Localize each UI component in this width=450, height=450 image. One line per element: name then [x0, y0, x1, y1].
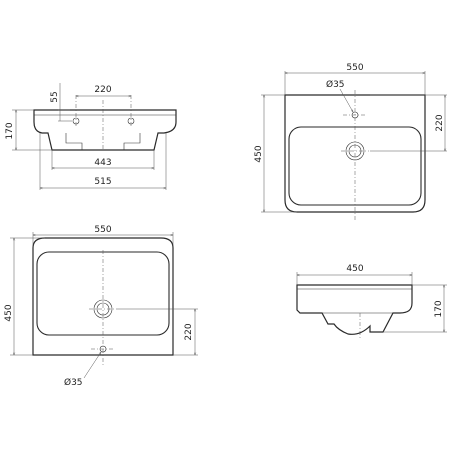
top-right-drain-outer	[345, 141, 365, 161]
top-left-dim-450-label: 450	[4, 304, 14, 321]
front-dim-443-label: 443	[94, 158, 111, 168]
top-left-dim-550-label: 550	[94, 225, 111, 235]
top-right-dia-leader	[339, 88, 354, 112]
top-right-dia-label: Ø35	[326, 79, 345, 90]
front-basin-outline	[33, 109, 177, 151]
front-drain-shape	[65, 133, 141, 150]
top-left-drain-outer	[93, 299, 113, 319]
top-right-dim-220-label: 220	[435, 114, 445, 131]
side-basin-outline	[296, 284, 413, 335]
top-view-right: Ø35 550 450 220	[254, 63, 447, 220]
top-right-dim-550-label: 550	[346, 63, 363, 73]
front-dim-515-label: 515	[94, 177, 111, 187]
side-dim-450-label: 450	[346, 264, 363, 274]
front-dim-170-label: 170	[5, 122, 15, 139]
top-left-dim-220-label: 220	[184, 323, 194, 340]
front-dim-220-label: 220	[94, 85, 111, 95]
front-dim-55-label: 55	[50, 91, 60, 102]
top-left-basin-outline	[32, 237, 174, 356]
top-view-left: Ø35 550 450 220	[4, 225, 198, 388]
side-dim-170-label: 170	[434, 300, 444, 317]
side-view: 450 170	[296, 264, 447, 340]
front-view: 220 55 170 443 515	[5, 83, 177, 190]
top-right-basin-outline	[284, 94, 426, 213]
top-right-dim-450-label: 450	[254, 145, 264, 162]
top-left-dia-label: Ø35	[64, 377, 83, 388]
top-left-dia-leader	[83, 352, 101, 379]
